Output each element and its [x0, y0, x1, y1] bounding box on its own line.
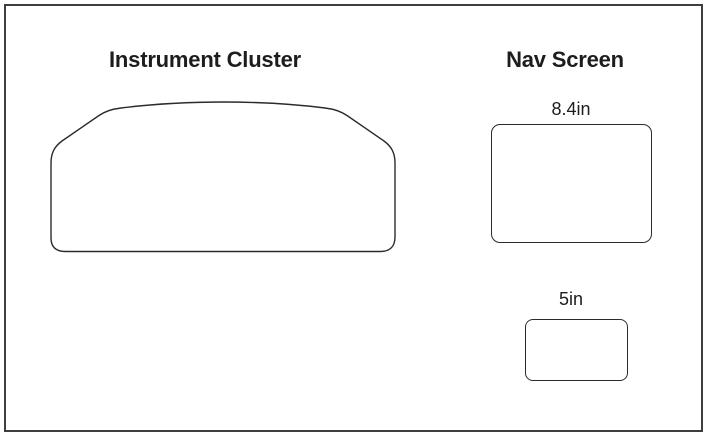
nav-screen-small-outline	[525, 319, 628, 381]
nav-screen-small-size-label: 5in	[558, 289, 584, 309]
instrument-cluster-title: Instrument Cluster	[109, 47, 301, 72]
nav-screen-large-outline	[491, 124, 652, 243]
nav-screen-title: Nav Screen	[506, 47, 624, 72]
nav-screen-large-size-label: 8.4in	[551, 99, 591, 119]
